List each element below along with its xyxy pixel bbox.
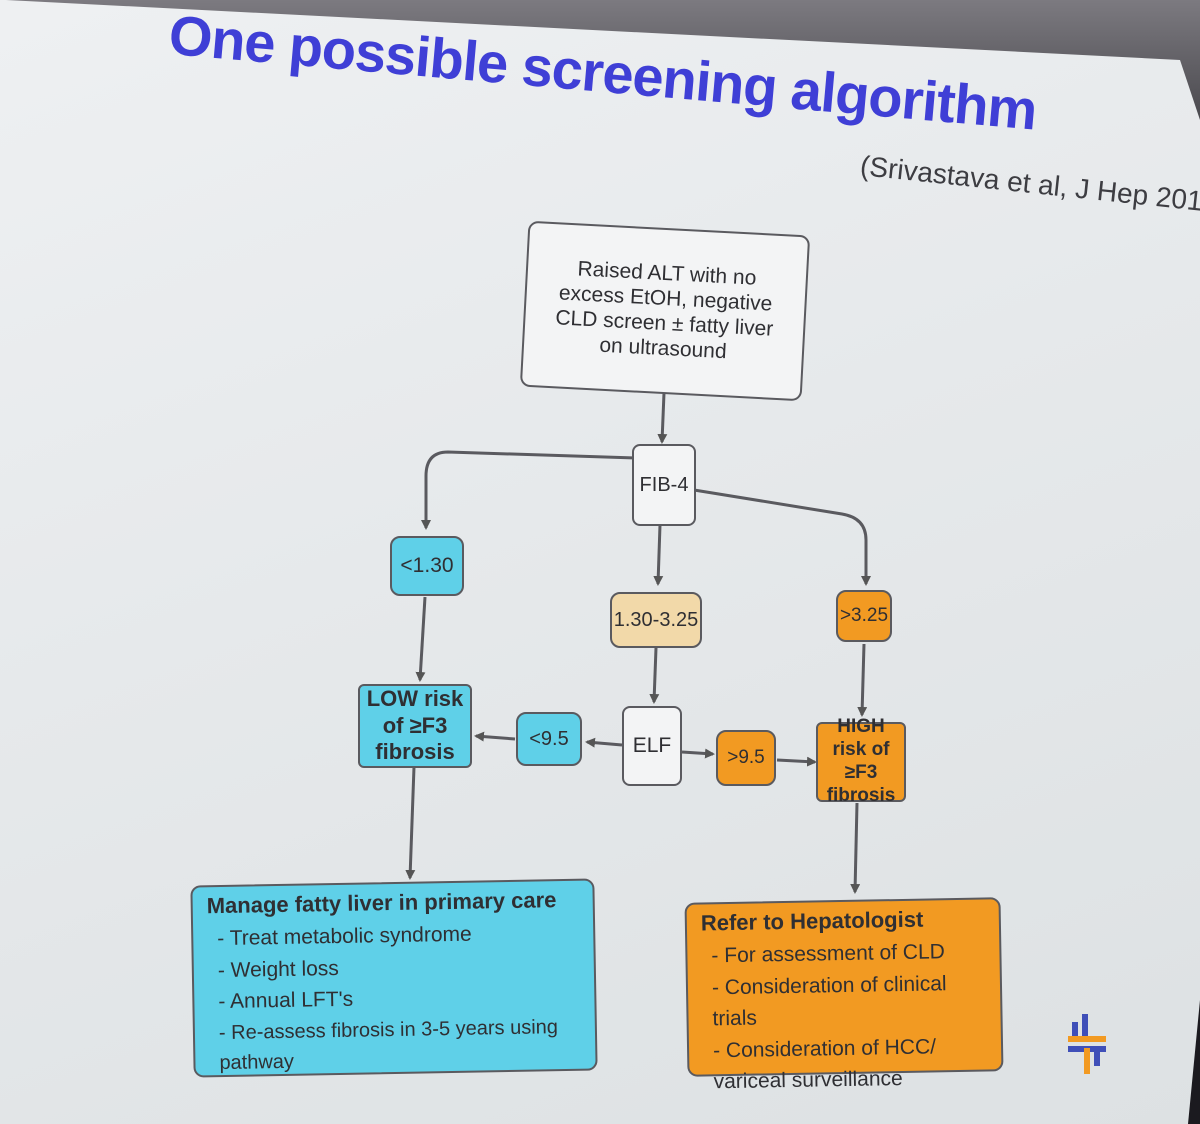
high-risk-label: HIGH risk of ≥F3 fibrosis [826,716,896,806]
high-threshold-label: >3.25 [839,604,889,626]
high-risk-node: HIGH risk of ≥F3 fibrosis [816,716,906,806]
arrow-low-threshold-to-low-risk [415,596,427,682]
arrow-fib4-to-high [693,488,871,586]
primary-care-item: - Re-assess fibrosis in 3-5 years using … [218,1016,559,1074]
mid-threshold-label: 1.30-3.25 [613,609,699,631]
arrow-elf-to-elf-low [585,737,623,748]
start-node: Raised ALT with no excess EtOH, negative… [519,220,811,402]
low-risk-label: LOW risk of ≥F3 fibrosis [366,686,464,765]
start-node-text: Raised ALT with no excess EtOH, negative… [554,257,774,364]
arrow-fib4-to-low [421,450,637,530]
elf-low-node: <9.5 [516,712,582,766]
primary-care-heading: Manage fatty liver in primary care [206,887,557,919]
primary-care-node: Manage fatty liver in primary care - Tre… [190,878,598,1078]
arrow-fib4-to-mid [653,524,664,586]
fib4-label: FIB-4 [639,474,689,496]
elf-label: ELF [632,734,672,758]
low-risk-node: LOW risk of ≥F3 fibrosis [358,684,472,768]
hepatologist-heading: Refer to Hepatologist [700,906,924,936]
elf-high-label: >9.5 [727,746,765,768]
fib4-node: FIB-4 [632,444,696,526]
elf-node: ELF [622,706,682,786]
cross-logo-icon [1068,1014,1106,1074]
hepatologist-node: Refer to Hepatologist - For assessment o… [684,897,1004,1094]
elf-high-node: >9.5 [716,730,776,786]
arrow-start-to-fib4 [657,392,668,444]
arrow-low-risk-to-primary-care [405,766,416,880]
arrow-elf-to-elf-high [681,748,715,759]
hepatologist-item: - For assessment of CLD [711,940,946,968]
arrow-mid-to-elf [649,647,660,704]
arrow-high-risk-to-hepatologist [850,802,861,894]
arrow-high-threshold-to-high-risk [857,643,868,717]
arrow-elf-high-to-high-risk [776,756,817,767]
hepatologist-item: - Consideration of clinical trials [711,972,947,1031]
low-threshold-node: <1.30 [390,536,464,596]
hepatologist-item: - Consideration of HCC/ variceal surveil… [712,1035,937,1094]
high-threshold-node: >3.25 [836,590,892,642]
elf-low-label: <9.5 [529,728,569,750]
mid-threshold-node: 1.30-3.25 [610,592,702,648]
arrow-elf-low-to-low-risk [474,731,516,742]
low-threshold-label: <1.30 [400,554,454,578]
